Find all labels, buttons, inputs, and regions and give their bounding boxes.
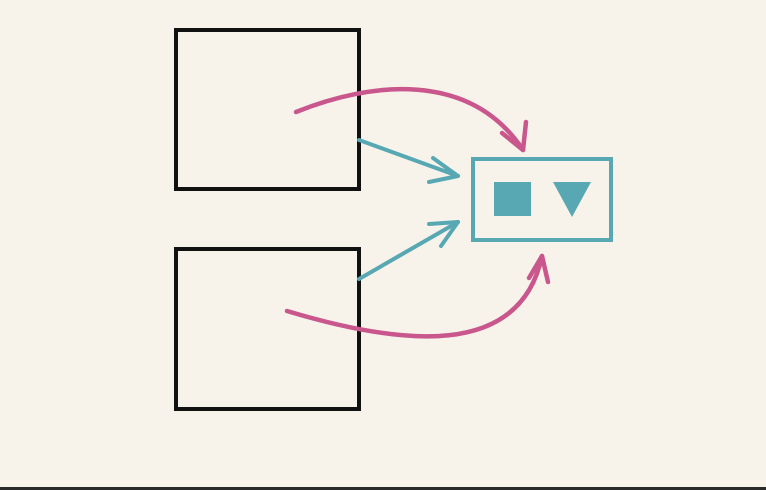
bottom-divider bbox=[0, 487, 766, 490]
pink-arrow-bottom bbox=[284, 253, 551, 339]
triangle-down-icon bbox=[553, 182, 591, 217]
teal-arrow-bottom bbox=[357, 220, 460, 281]
pink-arrow-top bbox=[293, 87, 529, 153]
teal-arrow-top bbox=[357, 138, 460, 184]
target-box bbox=[471, 157, 613, 242]
top-source-box bbox=[174, 28, 361, 191]
bottom-source-box bbox=[174, 247, 361, 411]
square-icon bbox=[494, 182, 531, 216]
